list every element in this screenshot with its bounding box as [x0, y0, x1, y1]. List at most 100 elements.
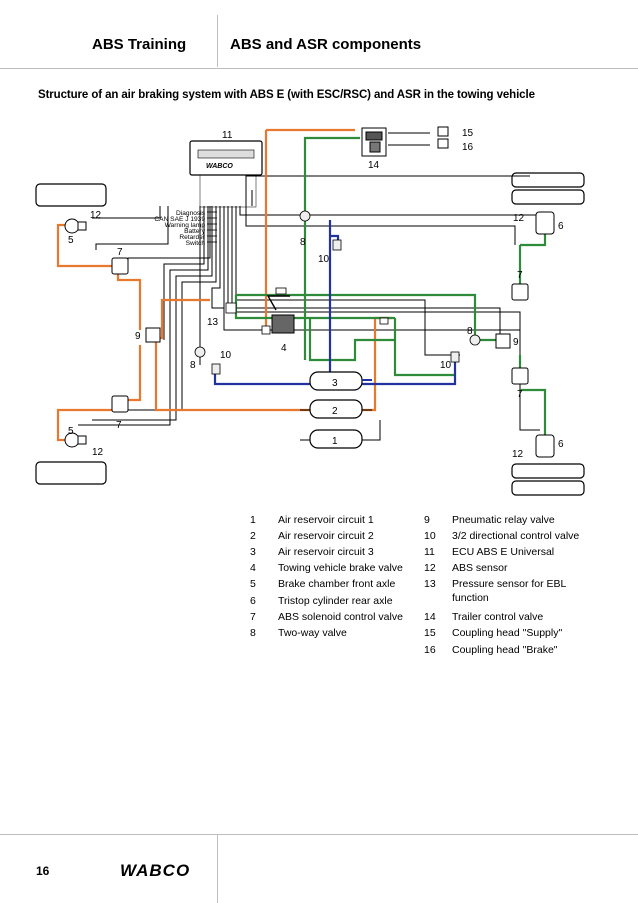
- legend-text: ABS solenoid control valve: [278, 611, 403, 623]
- wheel-rear-right-3: [511, 463, 585, 479]
- wheel-front-left: [35, 183, 107, 207]
- signal-label: Diagnosis: [176, 210, 206, 217]
- callout: 9: [513, 337, 519, 348]
- callout: 8: [467, 326, 473, 337]
- signal-label: Warning lamp: [165, 222, 206, 229]
- header-rule: [0, 68, 638, 69]
- legend-num: 10: [424, 530, 436, 542]
- legend-text: Brake chamber front axle: [278, 578, 396, 590]
- header-right-title: ABS and ASR components: [230, 36, 422, 53]
- footer-rule: [0, 834, 638, 835]
- header-left-title: ABS Training: [92, 36, 187, 53]
- legend-text: Air reservoir circuit 3: [278, 546, 374, 558]
- wheels: [35, 172, 585, 496]
- callout: 10: [318, 254, 330, 265]
- legend-text: Pressure sensor for EBL: [452, 578, 567, 590]
- two-way-and-directional-valves: [194, 210, 481, 375]
- legend-text-continued: function: [452, 592, 489, 604]
- callout: 12: [92, 447, 104, 458]
- callout: 4: [281, 343, 287, 354]
- callout: 6: [558, 439, 564, 450]
- coupling-heads: [388, 126, 449, 149]
- signal-label: CAN SAE J 1939: [154, 216, 205, 223]
- wheel-rear-right-4: [511, 480, 585, 496]
- page-number: 16: [36, 864, 50, 878]
- legend-num: 3: [250, 546, 256, 558]
- legend-text: Air reservoir circuit 2: [278, 530, 374, 542]
- legend-num: 12: [424, 562, 436, 574]
- legend-text: Towing vehicle brake valve: [278, 562, 403, 574]
- legend-num: 15: [424, 627, 436, 639]
- wheel-rear-right-2: [511, 189, 585, 205]
- callout: 3: [332, 378, 338, 389]
- electrical-lines: [78, 175, 540, 431]
- callout: 10: [220, 350, 232, 361]
- callout: 5: [68, 426, 74, 437]
- callout: 10: [440, 360, 452, 371]
- callout: 12: [90, 210, 102, 221]
- callout: 14: [368, 160, 380, 171]
- callout: 8: [300, 237, 306, 248]
- callout: 15: [462, 128, 474, 139]
- legend-num: 9: [424, 514, 430, 526]
- legend-text: Coupling head "Brake": [452, 644, 558, 656]
- legend-text: Tristop cylinder rear axle: [278, 595, 393, 607]
- signal-label: Battery: [184, 228, 206, 235]
- footer-divider-vertical: [217, 834, 218, 903]
- braking-system-diagram: WABCO: [35, 126, 585, 496]
- legend-text: 3/2 directional control valve: [452, 530, 580, 542]
- legend-text: ECU ABS E Universal: [452, 546, 555, 558]
- callout: 8: [190, 360, 196, 371]
- callout: 2: [332, 406, 338, 417]
- legend-num: 8: [250, 627, 256, 639]
- callout: 7: [116, 420, 122, 431]
- brake-valve: [266, 295, 295, 334]
- callouts: 11 15 16 14 12 5 7 12 6 8 10 7 13 9 8 9 …: [68, 128, 564, 460]
- callout: 12: [513, 213, 525, 224]
- legend-text: Pneumatic relay valve: [452, 514, 555, 526]
- legend-num: 7: [250, 611, 256, 623]
- signal-label: Switch: [186, 240, 206, 247]
- legend-num: 5: [250, 578, 256, 590]
- callout: 7: [517, 270, 523, 281]
- legend-text: Trailer control valve: [452, 611, 544, 623]
- callout: 6: [558, 221, 564, 232]
- legend-num: 16: [424, 644, 436, 656]
- signal-labels: Diagnosis CAN SAE J 1939 Warning lamp Ba…: [154, 210, 205, 247]
- legend-num: 6: [250, 595, 256, 607]
- legend-num: 1: [250, 514, 256, 526]
- callout: 1: [332, 436, 338, 447]
- callout: 7: [117, 247, 123, 258]
- reservoir-lines-black: [300, 409, 381, 441]
- legend-text: Air reservoir circuit 1: [278, 514, 374, 526]
- callout: 9: [135, 331, 141, 342]
- callout: 16: [462, 142, 474, 153]
- page-subtitle: Structure of an air braking system with …: [38, 89, 535, 101]
- brand-logo: WABCO: [120, 861, 191, 880]
- abs-solenoid-valves: [111, 257, 529, 413]
- signal-leads: [207, 211, 217, 243]
- legend-num: 14: [424, 611, 436, 623]
- relay-valves: [145, 327, 511, 349]
- legend-num: 4: [250, 562, 256, 574]
- legend-text: Coupling head "Supply": [452, 627, 563, 639]
- pressure-sensor: [225, 287, 389, 335]
- callout: 11: [222, 130, 233, 141]
- brake-chambers: [64, 211, 555, 458]
- legend-num: 2: [250, 530, 256, 542]
- trailer-control-valve: [361, 127, 387, 157]
- wheel-rear-right-1: [511, 172, 585, 188]
- callout: 12: [512, 449, 524, 460]
- signal-label: Retarder: [179, 234, 205, 241]
- legend-text: Two-way valve: [278, 627, 347, 639]
- legend-text: ABS sensor: [452, 562, 508, 574]
- wheel-front-left-bottom: [35, 461, 107, 485]
- legend-num: 11: [424, 546, 435, 558]
- air-reservoirs: [309, 371, 363, 449]
- ecu-brand-label: WABCO: [206, 163, 233, 170]
- callout: 7: [517, 389, 523, 400]
- legend-num: 13: [424, 578, 436, 590]
- callout: 5: [68, 235, 74, 246]
- green-air-lines: [234, 136, 547, 440]
